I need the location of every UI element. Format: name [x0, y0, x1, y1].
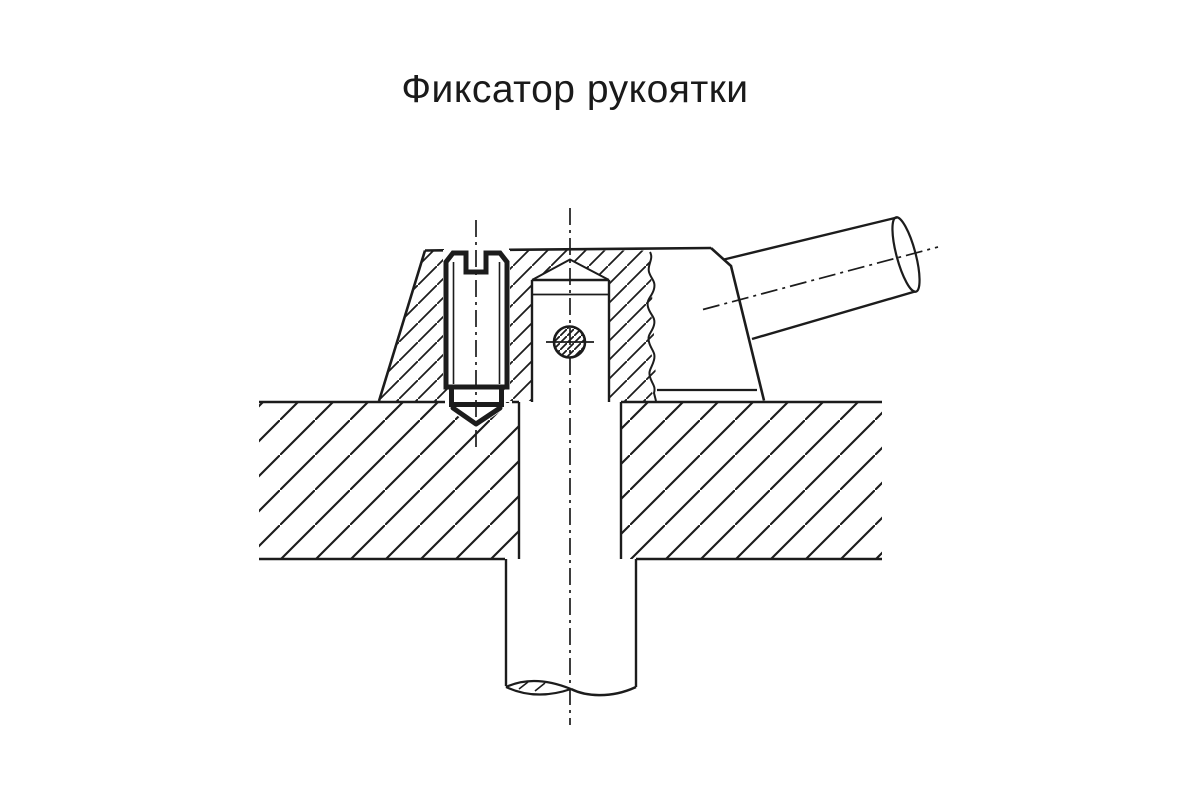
set-screw-thread-roots [452, 262, 501, 384]
break-lens-bottom [505, 686, 572, 696]
break-lens-hatch [518, 681, 546, 692]
clamping-shaft-lower [504, 559, 638, 697]
set-screw-fill [443, 250, 510, 426]
bore-drill-cone [531, 258, 610, 281]
set-screw [443, 250, 510, 427]
lower-shaft-sides [504, 559, 638, 687]
shaft-sides [530, 280, 611, 402]
hub-hatching [379, 250, 656, 401]
set-screw-neck [449, 389, 504, 403]
hub-outline [377, 246, 766, 402]
clamp-hub [379, 250, 656, 401]
hub-left-slope [377, 250, 427, 402]
plate-hole-walls [517, 402, 623, 559]
lower-shaft-body [507, 559, 635, 689]
drawing-title: Фиксатор рукоятки [401, 68, 749, 111]
handle-bottom-edge [751, 290, 916, 341]
hub-right-slope [710, 247, 766, 401]
handle-top-edge [723, 216, 898, 261]
handle-end-cap [891, 216, 921, 293]
hub-top-edge [424, 246, 712, 252]
broken-section-wavy-line [646, 251, 657, 402]
break-lens-top [505, 679, 572, 691]
handle-axis [702, 246, 939, 311]
break-curve [570, 685, 637, 697]
center-lines [475, 208, 939, 725]
